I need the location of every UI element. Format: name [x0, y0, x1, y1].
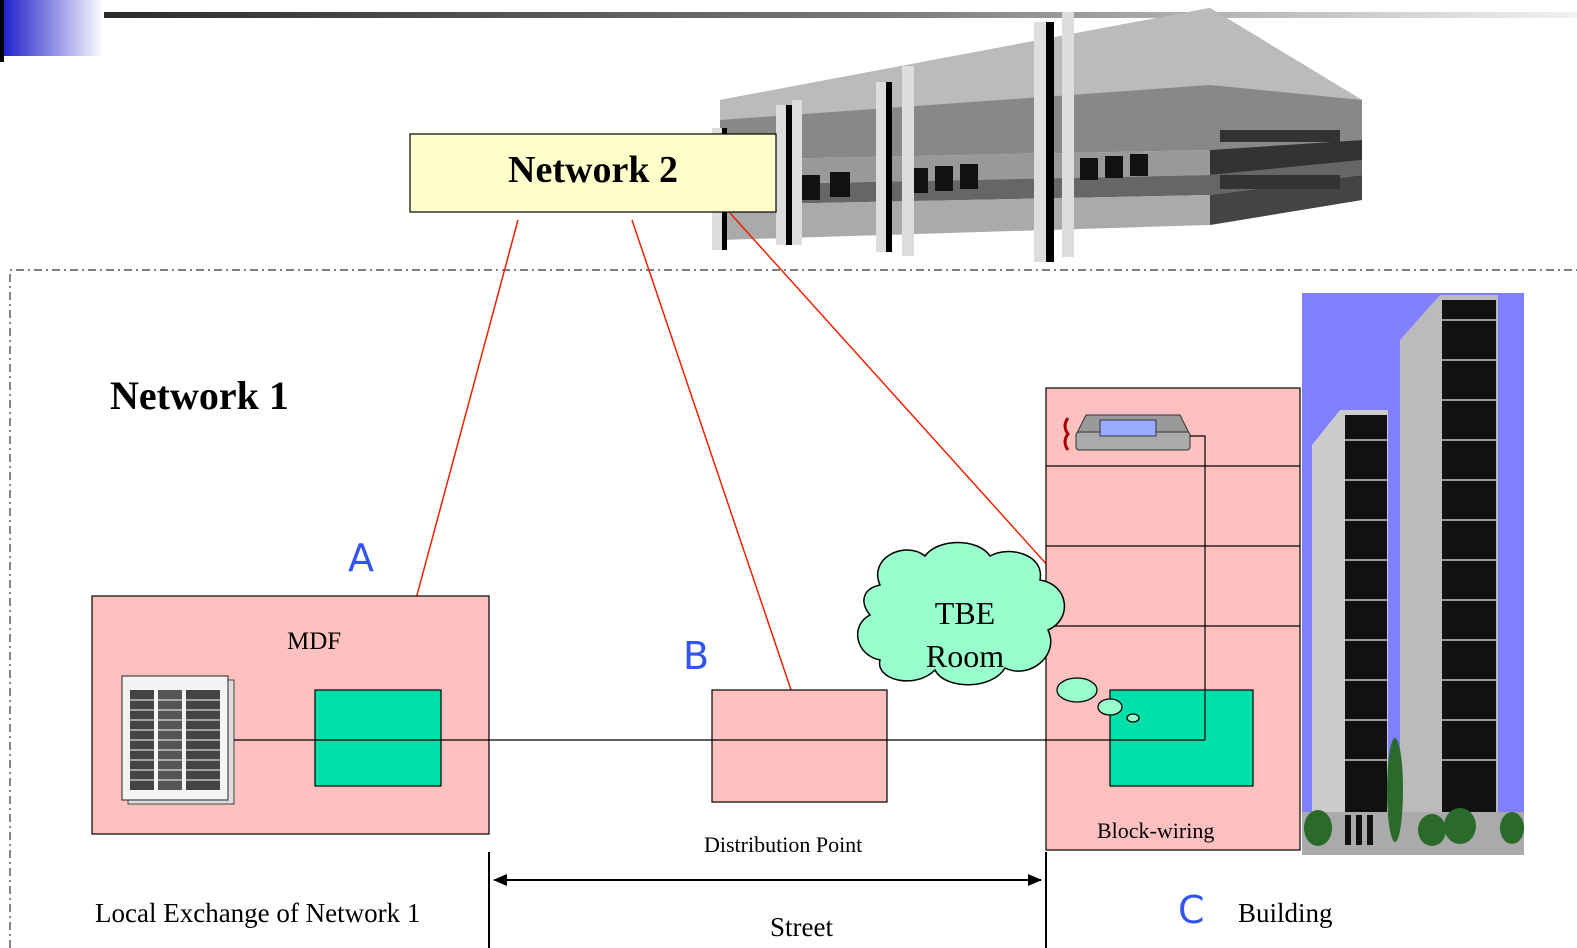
network2-box: [409, 133, 777, 213]
marker-b: B: [683, 634, 710, 678]
local-exchange-label: Local Exchange of Network 1: [95, 898, 421, 928]
office-building-icon: [712, 8, 1362, 262]
subscriber-line: [234, 435, 1206, 741]
network1-label: Network 1: [110, 373, 289, 418]
tbe-label-line1: TBE: [934, 595, 996, 631]
distribution-point-label: Distribution Point: [704, 832, 863, 857]
marker-a: A: [348, 536, 374, 580]
mdf-box: [314, 689, 442, 787]
block-wiring-box: [1109, 689, 1254, 787]
building-label: Building: [1238, 898, 1333, 928]
exchange-rack-icon: [121, 675, 235, 805]
mdf-label: MDF: [287, 628, 342, 655]
marker-c: C: [1178, 888, 1205, 932]
distribution-point-box: [711, 689, 888, 803]
tbe-label-line2: Room: [925, 638, 1005, 674]
telephone-icon: [1063, 414, 1191, 451]
tbe-room-cloud: [856, 541, 1140, 723]
street-label: Street: [770, 912, 833, 942]
customer-building: [1045, 387, 1301, 851]
network2-label: Network 2: [508, 149, 678, 191]
block-wiring-label: Block-wiring: [1097, 818, 1215, 843]
network1-boundary: [9, 269, 1577, 948]
title-accent-icon: [0, 0, 1577, 62]
street-span: [488, 852, 1047, 948]
tower-buildings-icon: [1302, 293, 1524, 855]
